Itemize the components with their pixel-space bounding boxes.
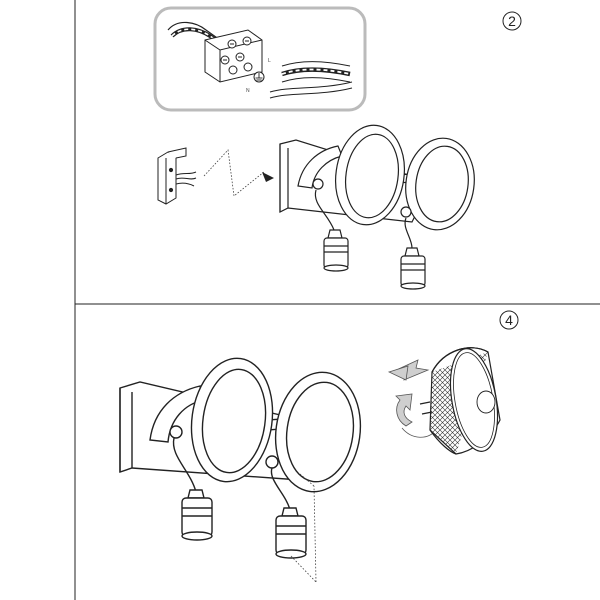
spotlight-fixture-step4 xyxy=(119,357,362,511)
step-4-panel: 4 xyxy=(119,310,519,583)
guide-lines xyxy=(290,473,317,583)
terminal-block xyxy=(204,29,263,83)
panel-frame xyxy=(74,0,600,600)
reflector-lamp xyxy=(419,347,501,455)
earth-icon xyxy=(253,71,265,83)
lamp-socket-left-step2 xyxy=(323,229,349,272)
step-2-number: 2 xyxy=(502,11,522,31)
wiring-detail-inset: L N xyxy=(153,6,367,112)
live-label: L xyxy=(268,58,271,64)
step-4-label: 4 xyxy=(505,312,513,328)
lamp-socket-left-step4 xyxy=(181,489,213,541)
step-4-number: 4 xyxy=(499,310,519,330)
lamp-socket-right-step2 xyxy=(400,247,426,290)
neutral-label: N xyxy=(246,88,250,94)
step-2-label: 2 xyxy=(508,13,516,29)
mains-cable xyxy=(269,61,353,99)
zigzag-arrow xyxy=(203,149,274,197)
lamp-socket-right-step4 xyxy=(275,507,307,559)
step-2-panel: 2 xyxy=(153,6,522,290)
insert-arrow-icon xyxy=(387,359,430,381)
wall-bracket xyxy=(157,147,197,205)
spotlight-fixture-step2 xyxy=(279,124,475,249)
